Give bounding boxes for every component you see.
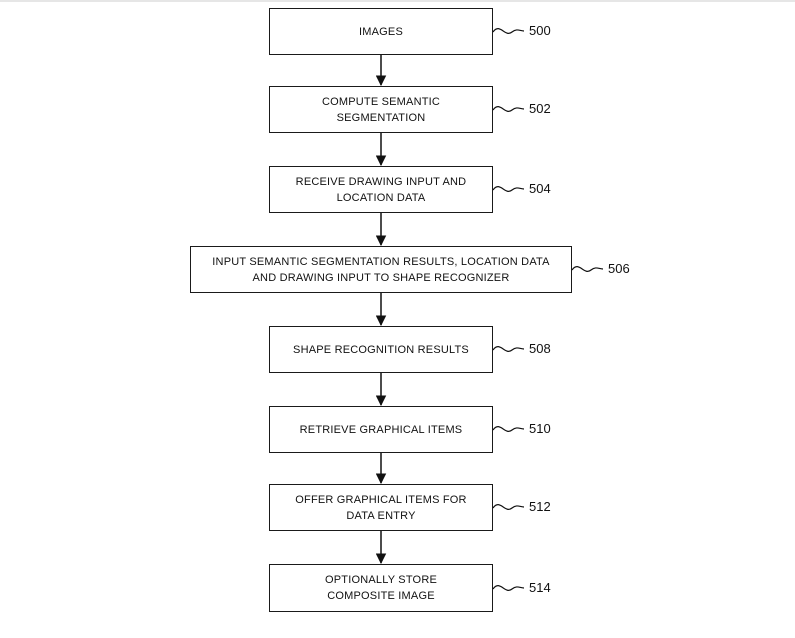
step-text-compute-semantic-segmentation: COMPUTE SEMANTIC SEGMENTATION: [321, 95, 441, 124]
step-text-shape-recognition-results: SHAPE RECOGNITION RESULTS: [293, 343, 469, 356]
step-box-optionally-store-composite-image: OPTIONALLY STORE COMPOSITE IMAGE: [269, 564, 493, 612]
step-text-retrieve-graphical-items: RETRIEVE GRAPHICAL ITEMS: [299, 423, 463, 436]
step-text-images: IMAGES: [359, 25, 403, 38]
step-box-offer-graphical-items: OFFER GRAPHICAL ITEMS FOR DATA ENTRY: [269, 484, 493, 531]
leader-510: [492, 426, 525, 432]
step-text-optionally-store-composite-image: OPTIONALLY STORE COMPOSITE IMAGE: [324, 574, 437, 602]
leader-508: [492, 346, 525, 352]
step-box-input-to-shape-recognizer: INPUT SEMANTIC SEGMENTATION RESULTS, LOC…: [190, 246, 572, 293]
ref-numeral-500: 500: [529, 23, 551, 38]
step-box-retrieve-graphical-items: RETRIEVE GRAPHICAL ITEMS: [269, 406, 493, 453]
ref-numeral-506: 506: [608, 261, 630, 276]
step-box-compute-semantic-segmentation: COMPUTE SEMANTIC SEGMENTATION: [269, 86, 493, 133]
step-box-shape-recognition-results: SHAPE RECOGNITION RESULTS: [269, 326, 493, 373]
ref-numeral-504: 504: [529, 181, 551, 196]
step-text-input-to-shape-recognizer: INPUT SEMANTIC SEGMENTATION RESULTS, LOC…: [212, 255, 550, 284]
step-text-offer-graphical-items: OFFER GRAPHICAL ITEMS FOR DATA ENTRY: [295, 493, 467, 522]
leader-502: [492, 106, 525, 112]
leader-506: [571, 266, 604, 272]
leader-500: [492, 28, 525, 34]
page-top-border: [0, 0, 795, 2]
leader-514: [492, 585, 525, 591]
leader-512: [492, 504, 525, 510]
step-box-receive-drawing-input: RECEIVE DRAWING INPUT AND LOCATION DATA: [269, 166, 493, 213]
ref-numeral-512: 512: [529, 499, 551, 514]
step-text-receive-drawing-input: RECEIVE DRAWING INPUT AND LOCATION DATA: [295, 175, 467, 204]
step-box-images: IMAGES: [269, 8, 493, 55]
ref-numeral-510: 510: [529, 421, 551, 436]
ref-numeral-508: 508: [529, 341, 551, 356]
leader-504: [492, 186, 525, 192]
ref-numeral-514: 514: [529, 580, 551, 595]
ref-numeral-502: 502: [529, 101, 551, 116]
